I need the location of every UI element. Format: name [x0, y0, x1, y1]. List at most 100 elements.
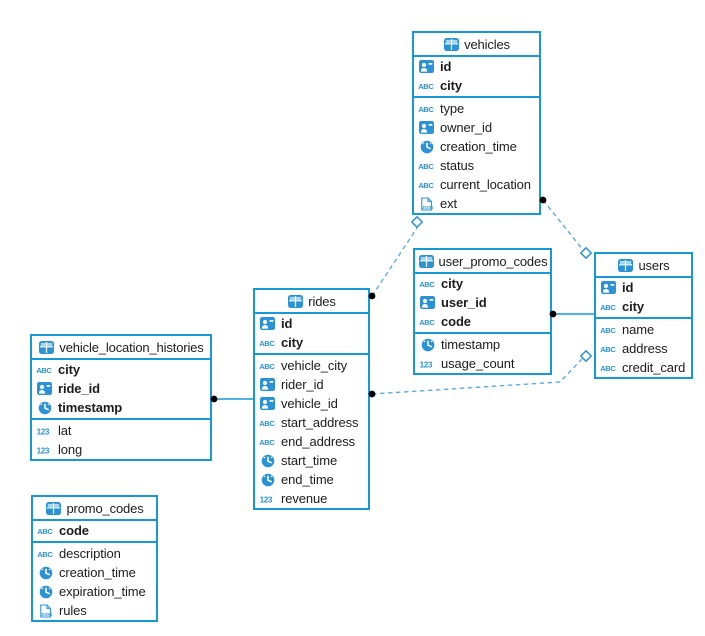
table-icon	[287, 294, 304, 308]
column-name: rules	[59, 603, 87, 618]
svg-text:ABC: ABC	[259, 419, 275, 428]
text-icon: ABC	[600, 325, 617, 335]
user-id-icon	[600, 281, 617, 294]
text-icon: ABC	[600, 302, 617, 312]
column-row-description[interactable]: ABC description	[33, 544, 156, 563]
column-row-name[interactable]: ABC name	[596, 320, 691, 339]
column-row-code[interactable]: ABC code	[415, 312, 550, 331]
svg-text:ABC: ABC	[419, 318, 435, 327]
relation-line-rides-vehicles[interactable]	[371, 227, 418, 297]
column-name: end_time	[281, 472, 334, 487]
pk-separator	[255, 353, 368, 355]
table-icon	[38, 340, 55, 354]
column-row-expiration_time[interactable]: expiration_time	[33, 582, 156, 601]
column-row-status[interactable]: ABC status	[414, 156, 539, 175]
column-row-timestamp[interactable]: timestamp	[32, 398, 210, 417]
text-icon: ABC	[418, 104, 435, 114]
column-name: revenue	[281, 491, 328, 506]
column-row-rider_id[interactable]: rider_id	[255, 375, 368, 394]
svg-text:ABC: ABC	[259, 362, 275, 371]
column-row-id[interactable]: id	[414, 57, 539, 76]
column-row-city[interactable]: ABC city	[414, 76, 539, 95]
column-row-vehicle_id[interactable]: vehicle_id	[255, 394, 368, 413]
column-name: creation_time	[59, 565, 136, 580]
svg-text:JSON: JSON	[41, 612, 52, 617]
svg-text:ABC: ABC	[418, 82, 434, 91]
number-icon: 123	[419, 359, 436, 369]
column-name: timestamp	[58, 400, 123, 415]
column-row-start_time[interactable]: start_time	[255, 451, 368, 470]
column-name: start_time	[281, 453, 338, 468]
pk-separator	[33, 541, 156, 543]
svg-text:ABC: ABC	[36, 366, 52, 375]
table-header-vehicle_location_histories[interactable]: vehicle_location_histories	[32, 336, 210, 360]
column-row-timestamp[interactable]: timestamp	[415, 335, 550, 354]
relation-line-vehicles-users[interactable]	[542, 199, 584, 251]
column-row-creation_time[interactable]: creation_time	[414, 137, 539, 156]
clock-icon	[36, 401, 53, 415]
column-name: city	[441, 276, 464, 291]
user-id-icon	[419, 296, 436, 309]
column-row-long[interactable]: 123 long	[32, 440, 210, 459]
column-name: rider_id	[281, 377, 324, 392]
column-name: current_location	[440, 177, 531, 192]
column-row-creation_time[interactable]: creation_time	[33, 563, 156, 582]
user-id-icon	[418, 121, 435, 134]
text-icon: ABC	[37, 549, 54, 559]
clock-icon	[418, 140, 435, 154]
column-name: long	[58, 442, 83, 457]
column-row-id[interactable]: id	[255, 314, 368, 333]
clock-icon	[259, 473, 276, 487]
relation-diamond-end	[579, 246, 593, 260]
column-name: code	[441, 314, 471, 329]
column-name: city	[440, 78, 463, 93]
column-name: city	[622, 299, 645, 314]
table-header-users[interactable]: users	[596, 254, 691, 278]
column-name: status	[440, 158, 475, 173]
column-row-ride_id[interactable]: ride_id	[32, 379, 210, 398]
svg-text:123: 123	[260, 495, 273, 504]
table-icon	[45, 501, 62, 515]
column-row-rules[interactable]: JSON rules	[33, 601, 156, 620]
column-name: description	[59, 546, 121, 561]
column-row-revenue[interactable]: 123 revenue	[255, 489, 368, 508]
column-name: name	[622, 322, 655, 337]
table-header-vehicles[interactable]: vehicles	[414, 33, 539, 57]
pk-separator	[414, 96, 539, 98]
column-row-city[interactable]: ABC city	[596, 297, 691, 316]
svg-text:ABC: ABC	[259, 339, 275, 348]
column-row-owner_id[interactable]: owner_id	[414, 118, 539, 137]
column-row-user_id[interactable]: user_id	[415, 293, 550, 312]
number-icon: 123	[36, 445, 53, 455]
svg-text:ABC: ABC	[600, 364, 616, 373]
column-row-id[interactable]: id	[596, 278, 691, 297]
user-id-icon	[259, 378, 276, 391]
column-row-end_time[interactable]: end_time	[255, 470, 368, 489]
table-title: user_promo_codes	[438, 253, 548, 269]
table-header-user_promo_codes[interactable]: user_promo_codes	[415, 250, 550, 274]
table-header-rides[interactable]: rides	[255, 290, 368, 314]
svg-text:ABC: ABC	[418, 162, 434, 171]
table-header-promo_codes[interactable]: promo_codes	[33, 497, 156, 521]
